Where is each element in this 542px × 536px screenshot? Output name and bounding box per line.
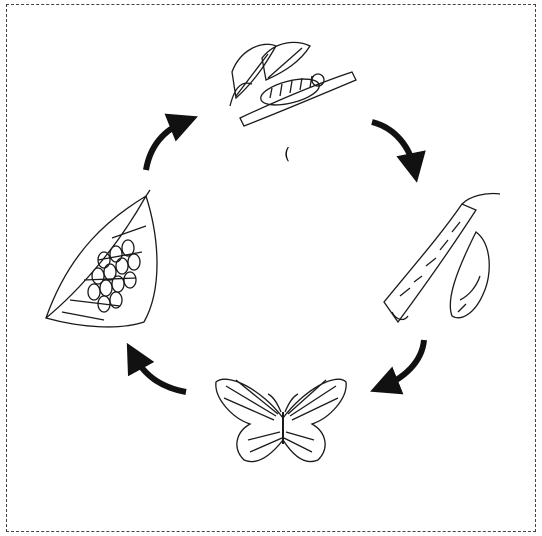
arrow-butterfly-to-leaf	[134, 356, 186, 392]
arrow-leaf-to-caterpillar	[146, 122, 184, 170]
arrow-caterpillar-to-chrysalis	[372, 122, 414, 168]
chrysalis-stage	[384, 193, 500, 322]
butterfly-stage	[216, 379, 346, 461]
stray-mark: (	[284, 146, 290, 162]
arrow-chrysalis-to-butterfly	[384, 340, 424, 386]
caterpillar-stage	[230, 42, 356, 126]
egg-cluster	[88, 240, 140, 312]
egg-leaf-stage	[46, 190, 157, 327]
